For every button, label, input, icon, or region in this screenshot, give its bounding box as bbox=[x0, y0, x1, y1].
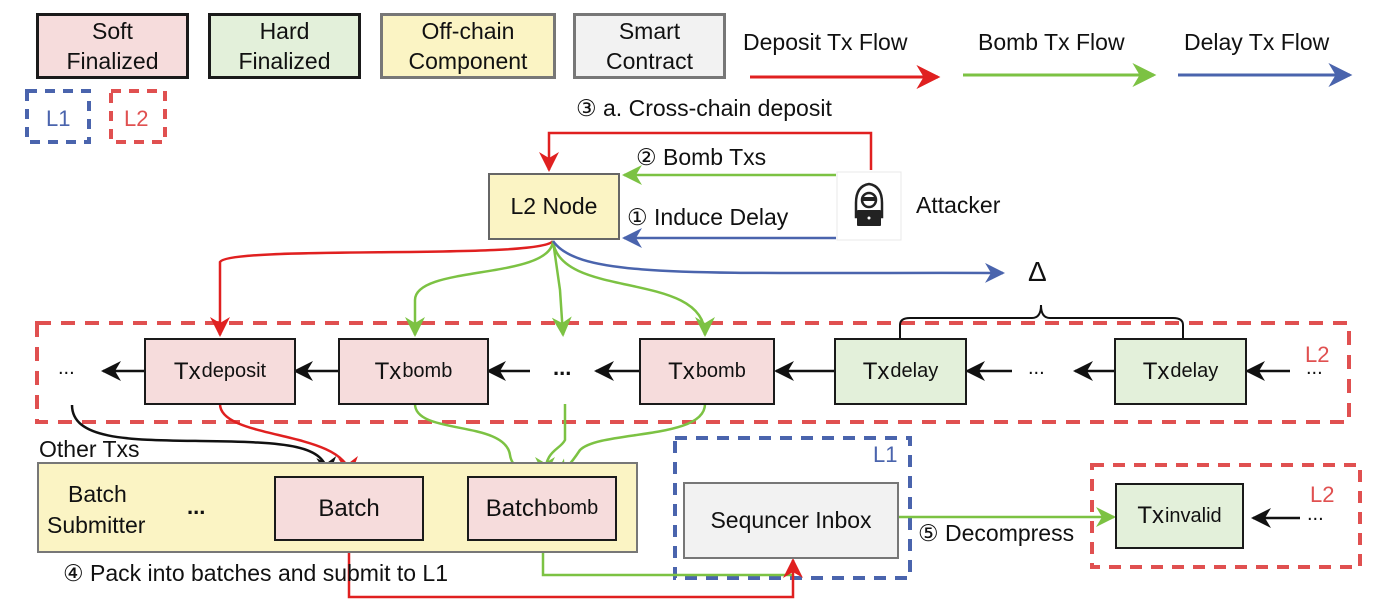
bomb-to-txbomb-2 bbox=[551, 240, 715, 337]
tx-deposit-sub: deposit bbox=[201, 360, 267, 382]
step4-label: ④ Pack into batches and submit to L1 bbox=[63, 560, 449, 586]
legend-hard-line2: Finalized bbox=[238, 48, 331, 74]
legend-soft-line2: Finalized bbox=[66, 48, 159, 74]
l2-small-region-label: L2 bbox=[1310, 482, 1334, 507]
chain-ellipsis-middle: ... bbox=[553, 355, 572, 380]
l2-region-label: L2 bbox=[1305, 342, 1329, 367]
batch-bomb-main: Batch bbox=[485, 494, 548, 522]
step3-label: ③ a. Cross-chain deposit bbox=[576, 95, 832, 121]
batch-ellipsis: ... bbox=[187, 494, 206, 519]
tx-bomb-1-sub: bomb bbox=[402, 360, 453, 382]
sequencer-inbox-label: Sequncer Inbox bbox=[710, 507, 872, 533]
txdeposit-to-batch bbox=[218, 403, 358, 477]
tx-delay-2-sub: delay bbox=[1170, 360, 1219, 382]
legend-delay-flow-label: Delay Tx Flow bbox=[1184, 29, 1330, 55]
attacker-icon bbox=[836, 171, 902, 241]
tx-invalid-main: Tx bbox=[1137, 502, 1164, 529]
deposit-to-txdeposit bbox=[210, 239, 555, 337]
legend-hard-line1: Hard bbox=[259, 18, 310, 44]
legend-offchain-line2: Component bbox=[408, 48, 528, 74]
other-txs-to-batch bbox=[70, 404, 337, 477]
legend-soft-line1: Soft bbox=[92, 18, 133, 44]
l2-node: L2 Node bbox=[488, 173, 620, 240]
attacker-label: Attacker bbox=[916, 192, 1001, 218]
chain-ellipsis-left: ... bbox=[58, 357, 75, 379]
legend-smart-contract: Smart Contract bbox=[573, 13, 726, 79]
batch-to-inbox bbox=[347, 540, 803, 599]
delay-to-delta bbox=[551, 240, 1005, 283]
tx-bomb-2-main: Tx bbox=[668, 357, 695, 385]
legend-bomb-flow-label: Bomb Tx Flow bbox=[978, 29, 1125, 55]
l1-region-label: L1 bbox=[873, 442, 897, 467]
bomb-to-ellipsis bbox=[551, 240, 572, 337]
batch-submitter-label-2: Submitter bbox=[47, 512, 146, 538]
legend-contract-line2: Contract bbox=[606, 48, 693, 74]
legend-contract-line1: Smart bbox=[618, 18, 681, 44]
step5-label: ⑤ Decompress bbox=[918, 520, 1075, 546]
legend-offchain-line1: Off-chain bbox=[421, 18, 515, 44]
deposit-flow-arrow bbox=[539, 131, 873, 172]
batch-box: Batch bbox=[274, 476, 424, 541]
legend-deposit-flow-label: Deposit Tx Flow bbox=[743, 29, 908, 55]
tx-delay-2-main: Tx bbox=[1142, 357, 1170, 385]
chain-ellipsis-right: ... bbox=[1306, 357, 1323, 379]
delta-label: Δ bbox=[1028, 256, 1047, 287]
legend-hard-finalized: Hard Finalized bbox=[208, 13, 361, 79]
chain-ellipsis-delay: ... bbox=[1028, 357, 1045, 379]
other-txs-label: Other Txs bbox=[39, 436, 140, 462]
tx-deposit-main: Tx bbox=[173, 357, 201, 385]
l2-node-label: L2 Node bbox=[510, 193, 598, 219]
legend-l2-box bbox=[109, 89, 167, 144]
bomb-to-txbomb-1 bbox=[405, 240, 555, 337]
delta-brace bbox=[899, 304, 1184, 338]
step2-label: ② Bomb Txs bbox=[636, 144, 767, 170]
tx-invalid-sub: invalid bbox=[1164, 504, 1222, 527]
tx-bomb-2-sub: bomb bbox=[695, 360, 746, 382]
batch-submitter-label-1: Batch bbox=[68, 481, 127, 507]
legend-offchain-component: Off-chain Component bbox=[380, 13, 556, 79]
legend-soft-finalized: Soft Finalized bbox=[36, 13, 189, 79]
tx-bomb-1-main: Tx bbox=[374, 357, 402, 385]
legend-l1-box bbox=[25, 89, 91, 144]
tx-delay-1-sub: delay bbox=[890, 360, 939, 382]
sequencer-inbox: Sequncer Inbox bbox=[683, 482, 899, 559]
invalid-ellipsis: ... bbox=[1307, 503, 1324, 525]
batch-label: Batch bbox=[318, 494, 380, 522]
legend-l2-label: L2 bbox=[124, 106, 148, 131]
tx-delay-1-main: Tx bbox=[862, 357, 890, 385]
l2-small-region bbox=[1090, 463, 1362, 569]
step1-label: ① Induce Delay bbox=[627, 204, 789, 230]
batch-bomb-sub: bomb bbox=[548, 497, 599, 519]
legend-l1-label: L1 bbox=[46, 106, 70, 131]
